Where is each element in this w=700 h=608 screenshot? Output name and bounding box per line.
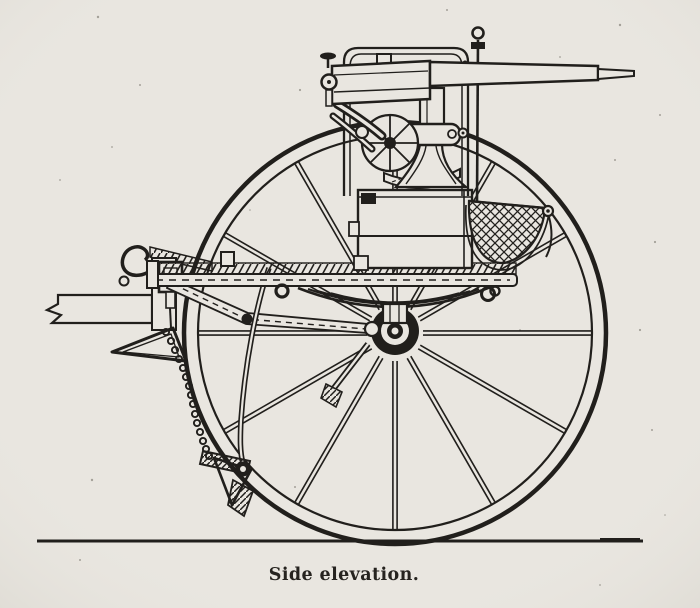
paper-speck xyxy=(653,240,657,244)
chain-link xyxy=(192,418,202,428)
frame-outer xyxy=(342,46,470,196)
spring-eye-right xyxy=(489,285,501,297)
wheel-spoke xyxy=(223,344,371,430)
crank-arm-upper-line xyxy=(335,102,384,138)
stirrup-inner-line xyxy=(122,333,180,358)
chain-link xyxy=(195,427,205,437)
wheel-spoke xyxy=(406,357,492,505)
paper-speck xyxy=(618,23,622,27)
paper-speck xyxy=(79,559,81,561)
crank-arm-lower-line xyxy=(331,114,374,151)
bed-ring xyxy=(480,286,496,302)
chain-link xyxy=(178,363,188,373)
paper-speck xyxy=(614,159,616,161)
chain-link xyxy=(188,399,198,409)
trail-pole xyxy=(44,293,154,325)
machine-gun xyxy=(320,52,635,107)
bed-end-cap xyxy=(146,260,159,289)
carriage-bed xyxy=(146,251,518,302)
chain-link xyxy=(161,327,171,337)
paper-speck xyxy=(638,328,642,332)
brace-pivot xyxy=(241,313,253,325)
basket-mesh xyxy=(467,199,547,265)
clamp-bolt-right xyxy=(447,129,457,139)
chain-link xyxy=(181,372,191,382)
elevating-gear xyxy=(329,99,420,173)
paper-speck xyxy=(90,478,94,482)
wheel-spoke xyxy=(294,355,380,503)
rigging xyxy=(161,267,381,518)
paper-speck xyxy=(446,9,448,11)
wheel-spoke xyxy=(419,344,567,430)
paper-speck xyxy=(599,584,601,586)
paper-specks xyxy=(59,9,666,586)
lever-pad xyxy=(320,382,344,409)
paper-speck xyxy=(659,114,661,116)
paper-speck xyxy=(249,209,251,211)
basket-top-bar xyxy=(468,199,546,210)
stirrup-pin xyxy=(169,307,172,329)
ammunition-box xyxy=(348,188,474,271)
frame-pivot-pin xyxy=(461,131,465,135)
buckle-clamp xyxy=(165,291,176,309)
gun-muzzle xyxy=(597,67,635,81)
basket-stay xyxy=(545,216,553,258)
ammo-box-latch xyxy=(361,193,376,204)
ammo-box-lug xyxy=(348,221,360,237)
paper-speck xyxy=(664,514,666,516)
spring-leaf-4 xyxy=(330,292,460,303)
stirrup xyxy=(110,326,188,363)
paper-speck xyxy=(111,146,113,148)
brake-rod-highlight xyxy=(239,267,271,465)
wheel-spoke xyxy=(417,348,565,434)
chain-link xyxy=(184,381,194,391)
wheel-spoke xyxy=(298,357,384,505)
chain-link xyxy=(198,436,208,446)
crank-boss xyxy=(355,125,369,139)
paper-speck xyxy=(651,429,653,431)
hanger-ring xyxy=(471,26,485,40)
firing-knob-pin xyxy=(327,80,331,84)
cartridge-belt-basket xyxy=(464,199,555,271)
receiver-top-line xyxy=(333,70,429,76)
gun-receiver xyxy=(330,59,432,106)
wheel-axle-hole xyxy=(391,327,399,335)
paper-speck xyxy=(59,179,61,181)
shoe-heel xyxy=(227,478,255,518)
chain-link xyxy=(170,345,180,355)
bed-post xyxy=(220,251,235,267)
wheel-spoke xyxy=(410,355,496,503)
knob-pin-shank xyxy=(325,89,333,107)
box-foot xyxy=(353,255,369,271)
shoe-eye-hole xyxy=(240,466,246,472)
paper-speck xyxy=(139,84,141,86)
draw-hook xyxy=(120,245,153,277)
chain-link xyxy=(190,409,200,419)
pedestal-bell xyxy=(393,142,470,189)
paper-speck xyxy=(294,486,296,488)
basket-ring-pin xyxy=(546,209,550,213)
chain-link xyxy=(166,336,176,346)
leaf-spring xyxy=(274,283,501,325)
spring-clamp xyxy=(381,302,409,325)
hub-lever-line xyxy=(333,343,369,389)
paper-speck xyxy=(559,56,561,58)
chain-link xyxy=(174,354,184,364)
figure-caption: Side elevation. xyxy=(269,565,419,585)
hanger-collar xyxy=(471,42,485,49)
hook-bolt xyxy=(118,275,130,287)
receiver-slide-line xyxy=(333,87,431,93)
bell-line-left xyxy=(405,145,427,185)
brace-eye xyxy=(363,320,381,338)
handwheel-hub xyxy=(384,137,396,149)
rear-tee-screw-cap xyxy=(320,52,336,60)
chain-link xyxy=(186,390,196,400)
wheel-spoke xyxy=(225,348,373,434)
paper-speck xyxy=(298,88,302,92)
basket-outer-rim xyxy=(464,204,550,271)
bell-line-right xyxy=(435,145,457,185)
spring-eye-left xyxy=(274,283,290,299)
paper-speck xyxy=(96,15,100,19)
